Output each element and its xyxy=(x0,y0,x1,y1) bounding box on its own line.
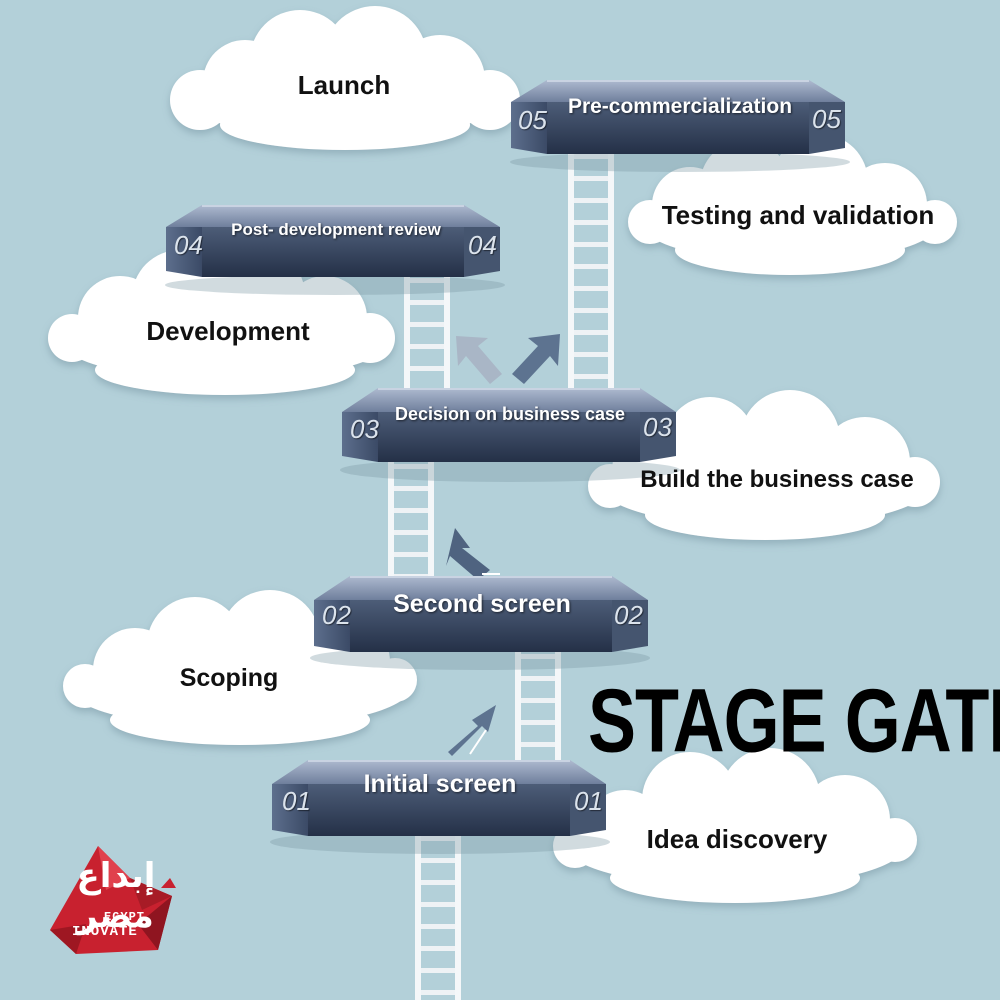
gate-label-03: Decision on business case xyxy=(394,404,626,424)
ladder-03-to-05 xyxy=(568,140,614,396)
stage-label-development: Development xyxy=(146,316,310,346)
gate-number-04-right: 04 xyxy=(468,230,497,260)
gate-number-03-left: 03 xyxy=(350,414,379,444)
stage-label-idea-discovery: Idea discovery xyxy=(646,824,828,854)
stage-label-launch: Launch xyxy=(297,70,391,100)
ladder-01-to-02 xyxy=(515,640,561,768)
logo-line-inovate: INOVATE xyxy=(72,924,138,940)
ladders xyxy=(388,140,614,1000)
ladder-below-01 xyxy=(415,822,461,1000)
arrow-03-to-05 xyxy=(512,334,560,384)
gate-number-01-left: 01 xyxy=(282,786,311,816)
gate-label-05: Pre-commercialization xyxy=(567,95,793,118)
gate-label-02: Second screen xyxy=(393,590,571,618)
gate-number-04-left: 04 xyxy=(174,230,203,260)
stage-label-testing-validation: Testing and validation xyxy=(661,200,935,230)
gate-label-04: Post- development review xyxy=(231,220,441,239)
gate-number-03-right: 03 xyxy=(643,412,672,442)
cloud-development xyxy=(48,246,395,395)
logo-emblem-icon xyxy=(50,846,176,954)
platform-05 xyxy=(511,80,845,154)
gate-number-01-right: 01 xyxy=(574,786,603,816)
cloud-idea-discovery xyxy=(553,748,917,903)
gate-number-05-right: 05 xyxy=(812,104,841,134)
platform-03 xyxy=(342,388,676,462)
platform-02 xyxy=(314,576,648,652)
diagram-title: STAGE GATE xyxy=(588,671,1000,772)
logo-arabic-text: إبداع مصر xyxy=(76,856,156,936)
stage-label-scoping: Scoping xyxy=(179,664,279,692)
cloud-build-business-case xyxy=(588,390,940,540)
stage-label-build-business-case: Build the business case xyxy=(640,466,914,493)
logo-line-egypt: EGYPT xyxy=(104,910,146,924)
cloud-launch xyxy=(170,6,520,150)
platform-04 xyxy=(166,205,500,277)
gate-number-02-right: 02 xyxy=(614,600,643,630)
cloud-testing-validation xyxy=(628,134,957,275)
gate-label-01: Initial screen xyxy=(363,770,517,798)
arrow-03-to-04 xyxy=(456,336,502,384)
egypt-inovate-logo: إبداع مصر EGYPT INOVATE xyxy=(46,838,186,958)
arrow-01-to-02 xyxy=(448,705,496,756)
arrow-02-to-03 xyxy=(446,528,500,580)
platform-01 xyxy=(272,760,606,836)
gate-number-02-left: 02 xyxy=(322,600,351,630)
gate-number-05-left: 05 xyxy=(518,105,547,135)
